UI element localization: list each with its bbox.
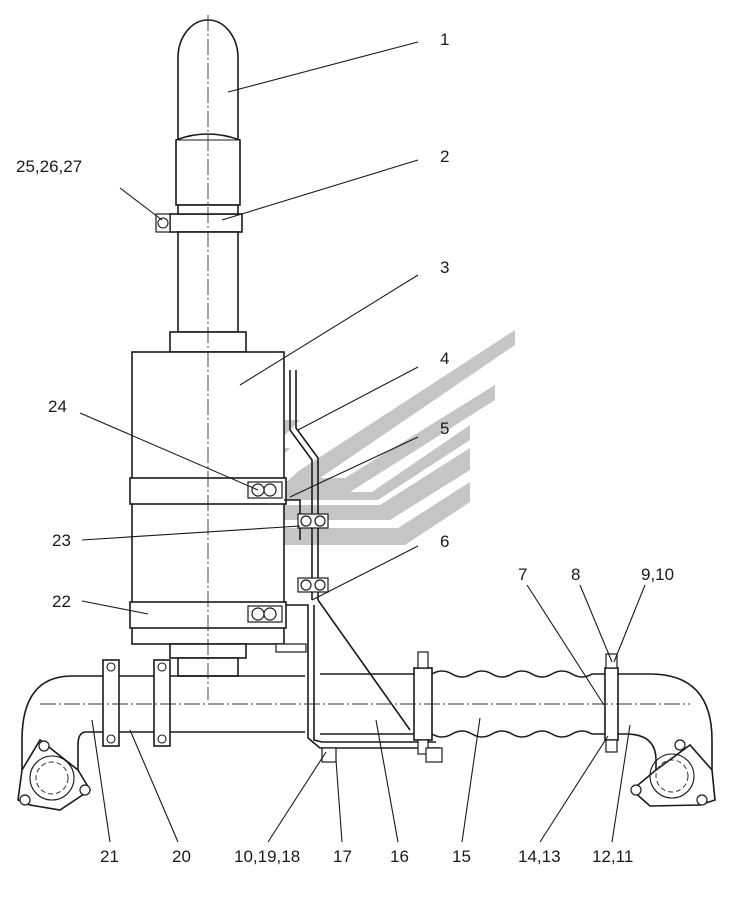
horizontal-exhaust-pipe — [21, 670, 713, 770]
label-part-9-10: 9,10 — [641, 565, 674, 584]
pipe-clamp-left — [102, 659, 171, 747]
label-part-15: 15 — [452, 847, 471, 866]
label-part-1: 1 — [440, 30, 449, 49]
label-part-7: 7 — [518, 565, 527, 584]
pipe-clamp — [155, 204, 243, 233]
support-foot — [321, 747, 443, 763]
label-part-10-19-18: 10,19,18 — [234, 847, 300, 866]
label-part-25-26-27: 25,26,27 — [16, 157, 82, 176]
label-part-12-11: 12,11 — [592, 847, 633, 866]
label-part-24: 24 — [48, 397, 67, 416]
label-part-2: 2 — [440, 147, 449, 166]
pipe-clamp-middle — [413, 651, 433, 755]
label-part-8: 8 — [571, 565, 580, 584]
label-part-22: 22 — [52, 592, 71, 611]
label-part-16: 16 — [390, 847, 409, 866]
label-part-4: 4 — [440, 349, 449, 368]
label-part-21: 21 — [100, 847, 119, 866]
mounting-bracket — [275, 370, 440, 749]
label-part-17: 17 — [333, 847, 352, 866]
leader-lines — [79, 41, 646, 843]
flange-right — [630, 739, 716, 807]
strap-bolt-upper — [247, 481, 283, 499]
flange-left — [17, 738, 92, 811]
label-part-20: 20 — [172, 847, 191, 866]
label-part-14-13: 14,13 — [518, 847, 561, 866]
strap-bolt-lower — [247, 605, 283, 623]
label-part-5: 5 — [440, 419, 449, 438]
part-labels: 1 2 3 4 5 6 7 8 9,10 25,26,27 24 23 22 2… — [16, 30, 674, 866]
label-part-23: 23 — [52, 531, 71, 550]
label-part-3: 3 — [440, 258, 449, 277]
label-part-6: 6 — [440, 532, 449, 551]
